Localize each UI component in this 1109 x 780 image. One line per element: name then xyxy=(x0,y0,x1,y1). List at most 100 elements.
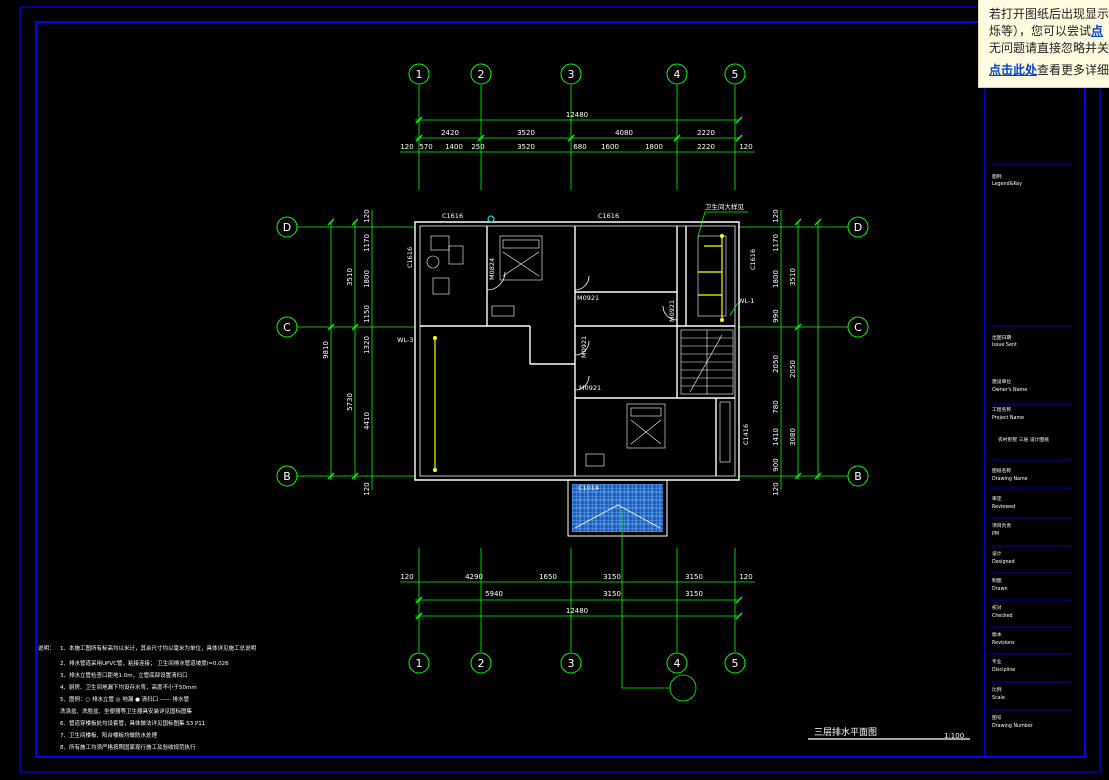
tb-legend-en: Legend&Key xyxy=(992,181,1022,187)
axis-right-c: C xyxy=(854,321,862,334)
tb-owner-en: Owner's Name xyxy=(992,387,1027,393)
axis-left-d: D xyxy=(283,221,291,234)
balcony xyxy=(567,479,668,537)
drawing-frame xyxy=(19,6,1101,773)
tb-issue-en: Issue Sent xyxy=(992,342,1017,348)
note-3: 3、排水立管检查口距地1.0m，立管底部设置清扫口 xyxy=(60,671,188,679)
bath-detail-note: 卫生间大样见 xyxy=(705,202,745,211)
door-m0921-a: M0921 xyxy=(577,294,599,302)
dimension-text-vertical: 9810 3510 5730 120 1170 1800 1150 1320 4… xyxy=(322,209,797,495)
dim-left-inner-6: 4410 xyxy=(363,412,371,430)
tb-pm-cn: 项目负责 xyxy=(992,522,1011,529)
drawing-title: 三层排水平面图 xyxy=(814,726,877,738)
tb-revisions-en: Revisions xyxy=(992,640,1015,646)
tb-revisions-cn: 版本 xyxy=(992,631,1002,638)
dim-detail-3: 1400 xyxy=(445,143,463,151)
axis-top-5: 5 xyxy=(732,68,739,81)
dim-right-inner-6: 780 xyxy=(772,400,780,413)
design-notes: 说明： 1、本施工图所有标高均以米计，其余尺寸均以毫米为单位，具体详见施工总说明… xyxy=(38,644,257,751)
axis-grid xyxy=(297,85,848,652)
axis-bottom-1: 1 xyxy=(416,657,423,670)
dim-top-4: 2220 xyxy=(697,129,715,137)
dim-right-inner-7: 1410 xyxy=(772,428,780,446)
notes-heading: 说明： xyxy=(38,644,55,652)
dim-bottom-4: 3150 xyxy=(603,573,621,581)
notice-line-4-text: 查看更多详细 xyxy=(1037,63,1109,77)
tb-project-cn: 工程名称 xyxy=(992,406,1011,413)
axis-left-c: C xyxy=(283,321,291,334)
tb-discipline-en: Discipline xyxy=(992,667,1015,673)
stair xyxy=(680,329,734,395)
axis-right-b: B xyxy=(854,470,862,483)
drawing-title-block: 三层排水平面图 1:100 xyxy=(808,726,970,740)
leader-lines xyxy=(621,211,748,702)
dim-detail-8: 1800 xyxy=(645,143,663,151)
window-c1014: C1014 xyxy=(578,484,599,492)
pipe-wl3: WL-3 xyxy=(397,336,413,344)
axis-bottom-2: 2 xyxy=(478,657,485,670)
dim-top-3: 4080 xyxy=(615,129,633,137)
window-c1616-side: C1616 xyxy=(406,247,414,268)
tb-drawing-cn: 图纸名称 xyxy=(992,467,1011,474)
door-m0921-c: M0921 xyxy=(580,336,588,358)
axis-top-1: 1 xyxy=(416,68,423,81)
note-9: 8、所有施工均须严格按照国家现行施工及验收规范执行 xyxy=(60,743,196,751)
tb-project-value: 农村别墅 三层 设计图纸 xyxy=(998,436,1049,443)
notice-line-3: 无问题请直接忽略并关 xyxy=(989,41,1109,55)
dim-left-inner-1: 120 xyxy=(363,209,371,222)
dim-left-mid-2: 5730 xyxy=(346,393,354,411)
window-c1616-right: C1616 xyxy=(749,249,757,270)
dim-left-inner-3: 1800 xyxy=(363,270,371,288)
axis-top-4: 4 xyxy=(674,68,681,81)
axis-labels: 1 2 3 4 5 1 2 3 4 5 D C B D C B xyxy=(283,68,862,670)
note-8: 7、卫生间楼板、阳台楼板均做防水处理 xyxy=(60,731,158,739)
dimension-text: 12480 2420 3520 4080 2220 120 570 1400 2… xyxy=(400,111,752,615)
dim-left-inner-7: 120 xyxy=(363,482,371,495)
axis-bottom-4: 4 xyxy=(674,657,681,670)
dim-right-inner-2: 1170 xyxy=(772,234,780,252)
axis-bubbles xyxy=(276,63,869,674)
doors xyxy=(486,271,678,391)
notice-try-link[interactable]: 点 xyxy=(1091,24,1104,38)
dim-top-1: 2420 xyxy=(441,129,459,137)
axis-right-d: D xyxy=(854,221,862,234)
dim-bottom-5: 3150 xyxy=(685,573,703,581)
tb-scale-en: Scale xyxy=(992,695,1005,701)
window-c1616-a: C1616 xyxy=(442,212,463,220)
tb-drawing-en: Drawing Name xyxy=(992,476,1028,482)
door-m0824: M0824 xyxy=(488,258,496,280)
dim-bottom-2: 4290 xyxy=(465,573,483,581)
dim-left-inner-2: 1170 xyxy=(363,234,371,252)
note-6: 洗涤盆、洗脸盆、坐便器等卫生器具安装详见国标图集 xyxy=(60,707,193,715)
notice-more-link[interactable]: 点击此处 xyxy=(989,63,1038,77)
dim-left-outer: 9810 xyxy=(322,341,330,359)
notice-line-2-text: 烁等），您可以尝试 xyxy=(989,24,1092,38)
dim-top-total: 12480 xyxy=(566,111,588,119)
dim-detail-4: 250 xyxy=(471,143,484,151)
tb-designed-en: Designed xyxy=(992,559,1015,565)
notice-line-4: 点击此处查看更多详细 xyxy=(989,62,1109,79)
tb-checked-cn: 校对 xyxy=(992,604,1002,611)
note-2: 2、排水管道采用UPVC管，粘接连接； 卫生间排水管道坡度i=0.026 xyxy=(60,659,229,667)
dim-detail-6: 680 xyxy=(573,143,586,151)
dim-detail-5: 3520 xyxy=(517,143,535,151)
dim-right-mid-3: 3080 xyxy=(789,428,797,446)
dim-bottom-total: 12480 xyxy=(566,607,588,615)
dim-right-inner-4: 990 xyxy=(772,309,780,322)
tb-pm-en: PM xyxy=(992,531,999,537)
door-m0921-b: M0921 xyxy=(668,300,676,322)
dim-detail-1: 120 xyxy=(400,143,413,151)
tb-legend-cn: 图例 xyxy=(992,173,1002,180)
note-1: 1、本施工图所有标高均以米计，其余尺寸均以毫米为单位，具体详见施工总说明 xyxy=(60,644,257,652)
tb-discipline-cn: 专业 xyxy=(992,658,1002,665)
tb-designed-cn: 设计 xyxy=(992,550,1002,557)
dim-right-inner-1: 120 xyxy=(772,209,780,222)
dim-right-mid-2: 2050 xyxy=(789,360,797,378)
dim-bottom2-2: 3150 xyxy=(603,590,621,598)
dim-bottom2-1: 5940 xyxy=(485,590,503,598)
dim-left-inner-5: 1320 xyxy=(363,336,371,354)
axis-top-2: 2 xyxy=(478,68,485,81)
drawing-scale: 1:100 xyxy=(944,732,964,740)
dim-detail-9: 2220 xyxy=(697,143,715,151)
tb-number-cn: 图号 xyxy=(992,715,1002,721)
